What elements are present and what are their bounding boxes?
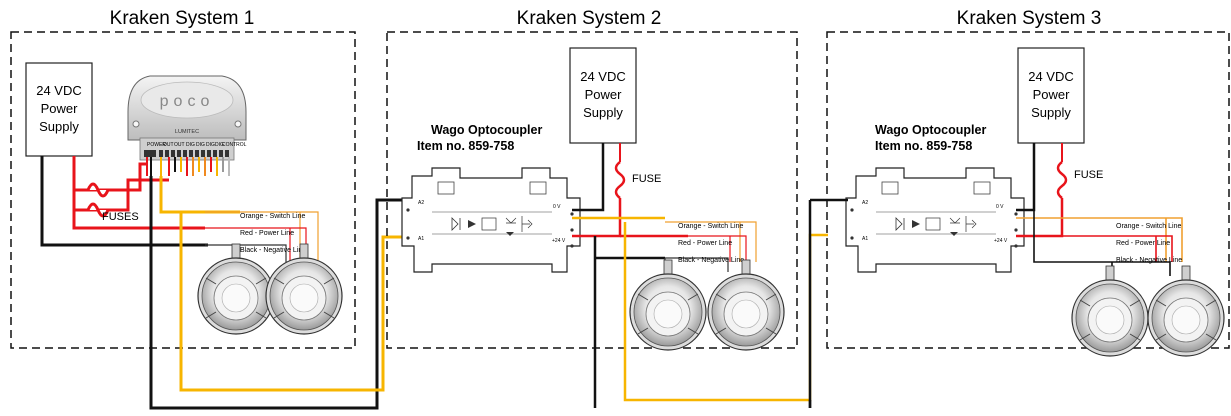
fuses-label: FUSES [102,211,139,223]
svg-text:A2: A2 [418,200,424,206]
black-negative-label-2: Black - Negative Line [678,257,744,264]
svg-text:A2: A2 [862,200,868,206]
orange-switch-label-2: Orange - Switch Line [678,223,743,230]
svg-text:DIG: DIG [196,142,205,148]
svg-text:0 V: 0 V [553,204,561,210]
svg-text:Supply: Supply [1031,105,1071,120]
fuse-1a [86,182,110,198]
wago-title-2: Wago Optocoupler [431,123,542,137]
svg-text:+24 V: +24 V [994,238,1008,244]
orange-switch-label-1: Orange - Switch Line [240,213,305,220]
system-1-title: Kraken System 1 [110,8,255,29]
power-supply-3: 24 VDC Power Supply [1017,47,1085,144]
lumitec-brand: LUMITEC [175,129,199,135]
svg-text:DIG: DIG [206,142,215,148]
svg-text:+24 V: +24 V [552,238,566,244]
fuse-3 [1056,161,1068,199]
fuse-label-2: FUSE [632,173,661,185]
fuse-label-3: FUSE [1074,169,1103,181]
power-supply-1: 24 VDC Power Supply [25,62,93,157]
svg-text:Power: Power [585,87,623,102]
svg-text:OUT: OUT [174,142,185,148]
svg-text:OUT: OUT [163,142,174,148]
system-1: Kraken System 1 24 VDC Power Supply poco… [10,8,405,410]
wago-item-2: Item no. 859-758 [417,139,514,153]
svg-text:A1: A1 [418,236,424,242]
system-2-title: Kraken System 2 [517,8,662,29]
system-1-wiring [40,156,405,410]
system-1-boundary [10,31,356,349]
svg-text:Power: Power [1033,87,1071,102]
red-power-label-2: Red - Power Line [678,240,732,247]
lumitec-poco-controller: poco LUMITEC POWER OUT OUT DIG DIG DIG D… [127,75,247,176]
orange-switch-label-3: Orange - Switch Line [1116,223,1181,230]
poco-logo: poco [160,93,215,110]
controller-port-labels: POWER OUT OUT DIG DIG DIG DIG CONTROL [147,142,247,148]
red-power-label-3: Red - Power Line [1116,240,1170,247]
system-3-boundary [826,31,1230,349]
svg-text:24 VDC: 24 VDC [580,69,626,84]
system-2: Kraken System 2 24 VDC Power Supply Wago… [386,8,828,408]
power-supply-2: 24 VDC Power Supply [569,47,637,144]
wago-item-3: Item no. 859-758 [875,139,972,153]
system-2-boundary [386,31,798,349]
light-1a [197,243,275,335]
svg-text:24 VDC: 24 VDC [1028,69,1074,84]
light-3a [1071,265,1149,357]
system-3-wiring [808,143,1183,408]
system-3: Kraken System 3 24 VDC Power Supply Wago… [808,8,1230,408]
wago-optocoupler-3 [845,167,1025,273]
wago-title-3: Wago Optocoupler [875,123,986,137]
svg-text:A1: A1 [862,236,868,242]
svg-text:24 VDC: 24 VDC [36,83,82,98]
black-negative-label-1: Black - Negative Line [240,247,306,254]
system-3-title: Kraken System 3 [957,8,1102,29]
svg-text:DIG: DIG [215,142,224,148]
system-2-wiring [572,143,828,408]
light-3b [1147,265,1225,357]
svg-text:Supply: Supply [39,119,79,134]
black-negative-label-3: Black - Negative Line [1116,257,1182,264]
wago-optocoupler-2 [401,167,581,273]
svg-text:DIG: DIG [186,142,195,148]
svg-text:Power: Power [41,101,79,116]
fuse-1b [86,202,110,218]
light-2a [629,259,707,351]
light-1b [265,243,343,335]
svg-text:0 V: 0 V [996,204,1004,210]
svg-text:POWER: POWER [147,142,166,148]
svg-text:CONTROL: CONTROL [222,142,247,148]
svg-text:Supply: Supply [583,105,623,120]
light-2b [707,259,785,351]
red-power-label-1: Red - Power Line [240,230,294,237]
fuse-2 [614,161,626,199]
